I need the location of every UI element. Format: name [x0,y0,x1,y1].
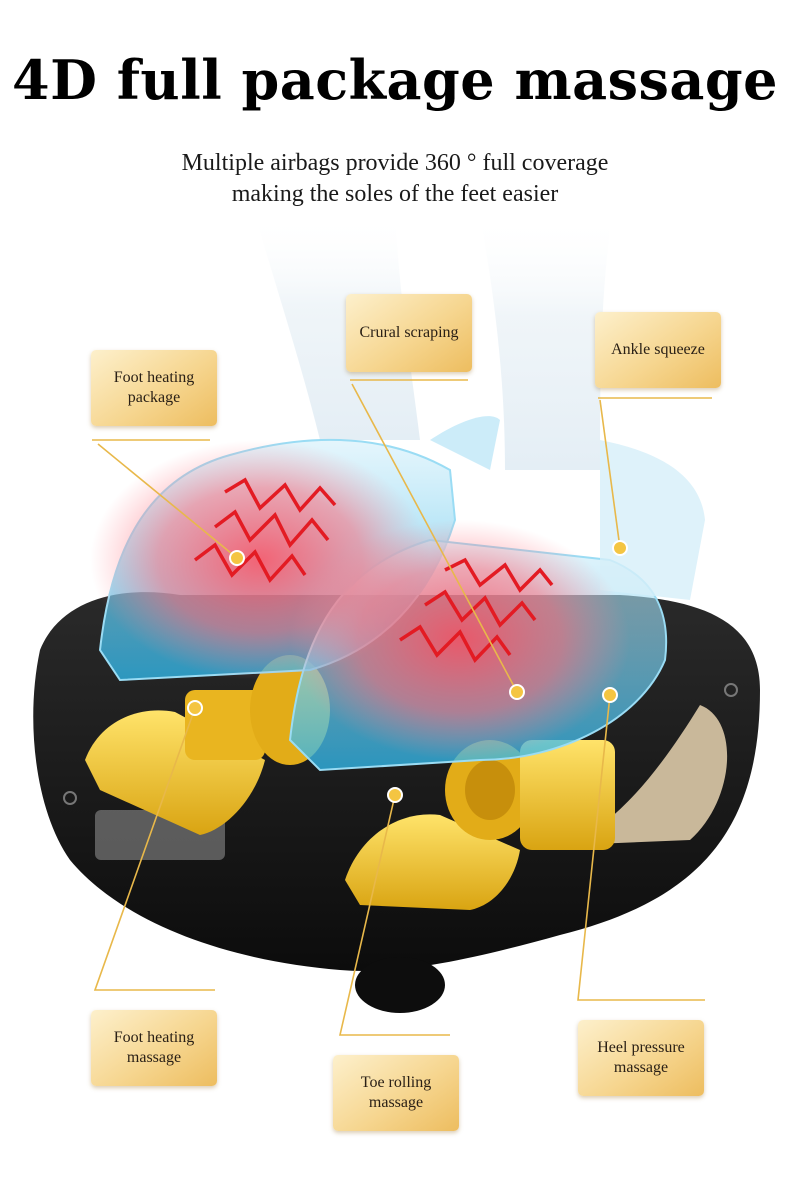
heat-zigzag [399,624,512,663]
heat-zigzag [193,542,307,584]
toe-roller-left [85,690,265,835]
subtitle-line-2: making the soles of the feet easier [231,181,559,207]
anchor-dot [612,540,628,556]
heat-zigzag [224,477,337,513]
leader-foot-heating-massage [93,707,215,991]
leader-foot-heating-package-diag [97,443,238,559]
left-leg [255,215,420,440]
leader-ankle-squeeze-diag [599,399,621,549]
leader-toe-rolling [338,794,450,1036]
label-foot-heating-massage: Foot heating massage [91,1010,217,1086]
heat-zigzag [424,589,537,628]
anchor-dot [509,684,525,700]
heat-zigzag [444,557,554,593]
right-leg [480,215,612,470]
leader-heel-pressure [577,694,705,1001]
heat-zigzag [213,509,330,549]
leader-crural-scraping-diag [351,383,518,693]
label-heel-pressure-massage: Heel pressure massage [578,1020,704,1096]
anchor-dot [229,550,245,566]
heel-roller-right [445,740,615,850]
page-subtitle: Multiple airbags provide 360 ° full cove… [0,148,790,210]
anchor-dot [387,787,403,803]
subtitle-line-1: Multiple airbags provide 360 ° full cove… [181,150,609,176]
label-toe-rolling-massage: Toe rolling massage [333,1055,459,1131]
label-crural-scraping: Crural scraping [346,294,472,372]
anchor-dot [602,687,618,703]
label-foot-heating-package: Foot heating package [91,350,217,426]
toe-roller-right [345,814,520,910]
anchor-dot [187,700,203,716]
label-ankle-squeeze: Ankle squeeze [595,312,721,388]
page-title: 4D full package massage [12,48,778,112]
